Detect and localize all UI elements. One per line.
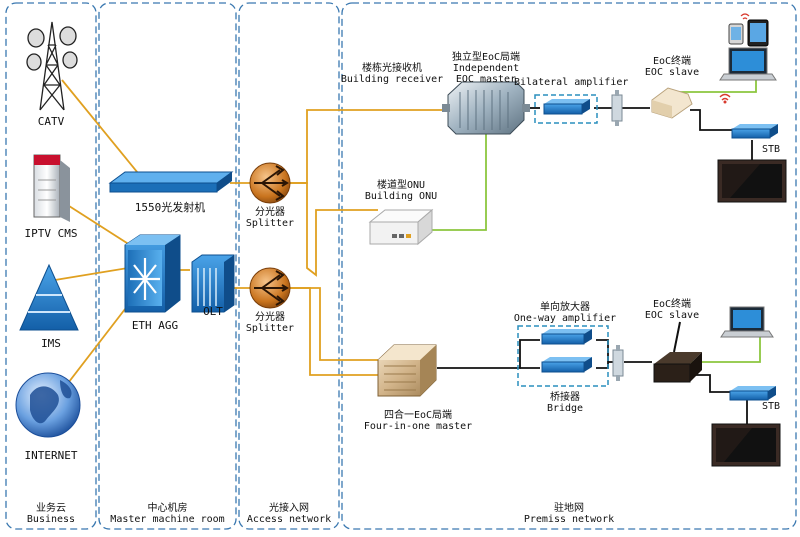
building-receiver-cn: 楼栋光接收机 — [362, 63, 422, 74]
four-in-one-master-icon — [377, 344, 437, 397]
independent-master-label: 独立型EoC局端 Independent EOC master — [438, 52, 534, 85]
bridge-icon — [541, 357, 592, 373]
independent-eoc-master-icon — [442, 81, 530, 135]
eoc-slave2-router-icon — [653, 321, 702, 383]
ims-label: IMS — [41, 337, 61, 350]
fiber-lines — [54, 79, 447, 401]
bridge-en: Bridge — [546, 403, 584, 414]
eoc-slave1-en: EOC slave — [644, 67, 700, 78]
ims-pyramid-icon — [19, 263, 79, 331]
amplifier-frames — [517, 94, 609, 387]
building-onu-cn: 楼道型ONU — [376, 180, 426, 191]
four-in-one-master-label: 四合一EoC局端 Four-in-one master — [358, 410, 478, 432]
eoc-slave1-modem-icon — [651, 87, 693, 119]
splitter2-en: Splitter — [245, 323, 295, 334]
zone-label-access: 光接入网 Access network — [239, 503, 339, 525]
catv-tower-icon — [26, 21, 78, 111]
bridge-cn: 桥接器 — [550, 392, 580, 403]
zone-label-premiss: 驻地网 Premiss network — [342, 503, 796, 525]
stb2-icon — [729, 386, 776, 401]
ethernet-lines — [423, 80, 761, 363]
stb2-label: STB — [761, 401, 781, 412]
building-onu-icon — [368, 208, 434, 246]
stb1-label: STB — [761, 144, 781, 155]
eoc-slave1-label: EoC终端 EOC slave — [640, 56, 704, 78]
splitter2-icon — [249, 267, 291, 309]
four-in-one-master-cn: 四合一EoC局端 — [383, 410, 453, 421]
coax-splitter1-icon — [611, 90, 623, 126]
independent-master-en2: EOC master — [455, 74, 517, 85]
building-receiver-label: 楼栋光接收机 Building receiver — [340, 63, 444, 85]
eth-agg-label: ETH AGG — [131, 319, 179, 332]
phone-icon — [728, 13, 750, 45]
transmitter-label: 1550光发射机 — [134, 201, 206, 214]
coax-lines — [437, 107, 753, 424]
iptv-server-icon — [33, 154, 70, 222]
wifi-icon — [719, 93, 731, 104]
stb1-icon — [731, 124, 778, 139]
splitter1-en: Splitter — [245, 218, 295, 229]
eth-agg-switch-icon — [124, 234, 181, 313]
zone-master-room-cn: 中心机房 — [147, 503, 188, 514]
bilateral-amplifier-icon — [543, 99, 590, 115]
independent-master-cn: 独立型EoC局端 — [451, 52, 521, 63]
zone-access-cn: 光接入网 — [269, 503, 309, 514]
zone-label-master-room: 中心机房 Master machine room — [99, 503, 236, 525]
eoc-slave2-cn: EoC终端 — [652, 299, 692, 310]
tv1-icon — [717, 159, 787, 203]
catv-label: CATV — [37, 115, 65, 128]
splitter1-cn: 分光器 — [255, 207, 285, 218]
eoc-slave2-en: EOC slave — [644, 310, 700, 321]
olt-label: OLT — [203, 305, 223, 318]
building-onu-en: Building ONU — [364, 191, 438, 202]
zone-access-en: Access network — [246, 514, 332, 525]
laptop1-icon — [719, 47, 777, 81]
building-onu-label: 楼道型ONU Building ONU — [356, 180, 446, 202]
independent-master-en1: Independent — [452, 63, 520, 74]
one-way-amplifier-icon — [541, 329, 592, 345]
zone-premiss-en: Premiss network — [523, 514, 615, 525]
internet-globe-icon — [15, 372, 81, 438]
splitter1-icon — [249, 162, 291, 204]
bilateral-amplifier-label: Bilateral amplifier — [514, 77, 629, 88]
transmitter-icon — [108, 171, 234, 193]
iptv-cms-label: IPTV CMS — [24, 227, 78, 240]
splitter2-cn: 分光器 — [255, 312, 285, 323]
eoc-slave2-label: EoC终端 EOC slave — [640, 299, 704, 321]
bridge-label: 桥接器 Bridge — [540, 392, 590, 414]
zone-business-cn: 业务云 — [36, 503, 66, 514]
zone-borders — [5, 2, 797, 530]
one-way-amplifier-label: 单向放大器 One-way amplifier — [510, 302, 620, 324]
splitter2-label: 分光器 Splitter — [240, 312, 300, 334]
laptop2-icon — [720, 306, 774, 338]
tablet-icon — [747, 19, 769, 47]
zone-master-room-en: Master machine room — [110, 514, 225, 525]
zone-label-business: 业务云 Business — [6, 503, 96, 525]
eoc-slave1-cn: EoC终端 — [652, 56, 692, 67]
building-receiver-en: Building receiver — [340, 74, 444, 85]
internet-label: INTERNET — [24, 449, 78, 462]
tv2-icon — [711, 423, 781, 467]
zone-premiss-cn: 驻地网 — [554, 503, 584, 514]
four-in-one-master-en: Four-in-one master — [363, 421, 473, 432]
zone-business-en: Business — [26, 514, 76, 525]
coax-splitter2-icon — [612, 345, 624, 381]
one-way-amplifier-en: One-way amplifier — [513, 313, 617, 324]
one-way-amplifier-cn: 单向放大器 — [540, 302, 590, 313]
splitter1-label: 分光器 Splitter — [240, 207, 300, 229]
olt-icon — [191, 254, 235, 313]
